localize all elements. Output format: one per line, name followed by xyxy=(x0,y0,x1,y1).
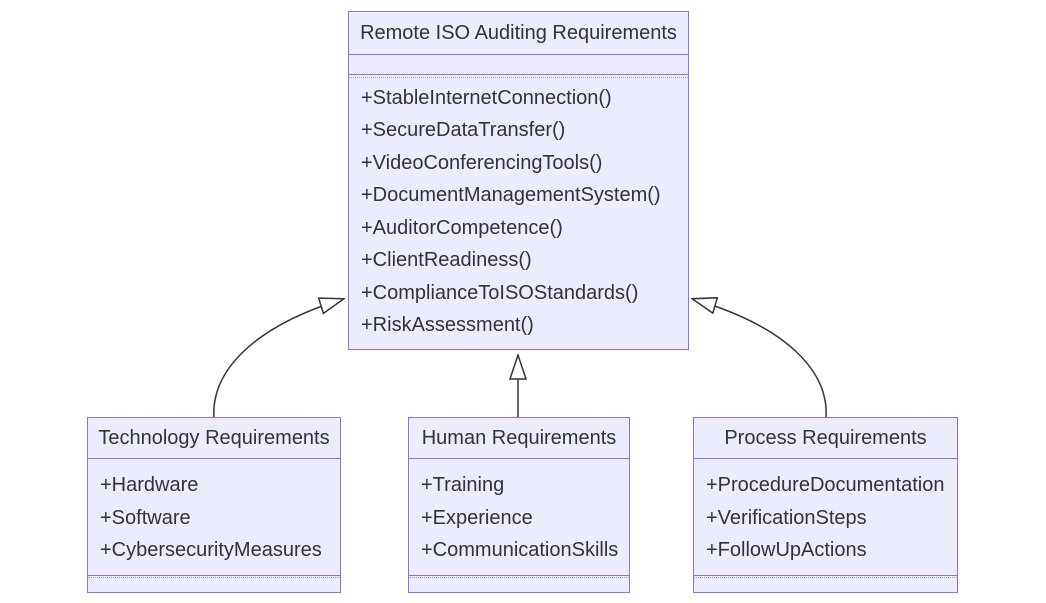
inheritance-arrow-technology xyxy=(213,299,343,419)
class-attribute: +FollowUpActions xyxy=(706,539,867,561)
class-attribute: +ProcedureDocumentation xyxy=(706,474,945,496)
class-attribute: +Software xyxy=(100,506,191,529)
class-attribute: +Experience xyxy=(421,506,533,529)
class-title: Remote ISO Auditing Requirements xyxy=(360,21,677,44)
attributes-compartment: +ProcedureDocumentation +VerificationSte… xyxy=(694,459,957,575)
class-node-remote-iso-auditing-requirements: Remote ISO Auditing Requirements +Stable… xyxy=(348,11,689,350)
compartment-divider xyxy=(409,458,629,459)
class-title: Process Requirements xyxy=(724,426,927,449)
class-node-process-requirements: Process Requirements +ProcedureDocumenta… xyxy=(693,417,958,593)
class-attribute: +CommunicationSkills xyxy=(421,539,619,561)
methods-compartment-empty xyxy=(409,578,629,592)
class-attribute: +Hardware xyxy=(100,474,199,496)
class-title: Technology Requirements xyxy=(98,426,330,449)
attributes-compartment: +Training +Experience +CommunicationSkil… xyxy=(409,459,629,575)
compartment-divider xyxy=(349,74,688,78)
class-attribute: +VerificationSteps xyxy=(706,506,867,529)
class-method: +VideoConferencingTools() xyxy=(361,151,603,174)
class-attribute: +Training xyxy=(421,474,505,496)
class-method: +DocumentManagementSystem() xyxy=(361,184,661,206)
compartment-divider xyxy=(694,458,957,459)
compartment-divider xyxy=(409,574,629,578)
compartment-divider xyxy=(349,54,688,55)
attributes-compartment: +Hardware +Software +CybersecurityMeasur… xyxy=(88,459,340,575)
class-method: +AuditorCompetence() xyxy=(361,216,563,239)
methods-compartment-empty xyxy=(88,578,340,592)
class-node-technology-requirements: Technology Requirements +Hardware +Softw… xyxy=(87,417,341,593)
class-method: +StableInternetConnection() xyxy=(361,86,612,109)
class-node-human-requirements: Human Requirements +Training +Experience… xyxy=(408,417,630,593)
class-attribute: +CybersecurityMeasures xyxy=(100,539,322,561)
attributes-compartment-empty xyxy=(349,55,688,74)
methods-compartment-empty xyxy=(694,578,957,592)
class-method: +SecureDataTransfer() xyxy=(361,119,566,141)
class-method: +RiskAssessment() xyxy=(361,314,534,336)
inheritance-arrow-process xyxy=(693,299,827,419)
class-method: +ClientReadiness() xyxy=(361,249,532,271)
class-method: +ComplianceToISOStandards() xyxy=(361,281,639,304)
compartment-divider xyxy=(88,574,340,578)
methods-compartment: +StableInternetConnection() +SecureDataT… xyxy=(349,78,688,346)
compartment-divider xyxy=(88,458,340,459)
compartment-divider xyxy=(694,574,957,578)
class-title: Human Requirements xyxy=(421,426,617,449)
